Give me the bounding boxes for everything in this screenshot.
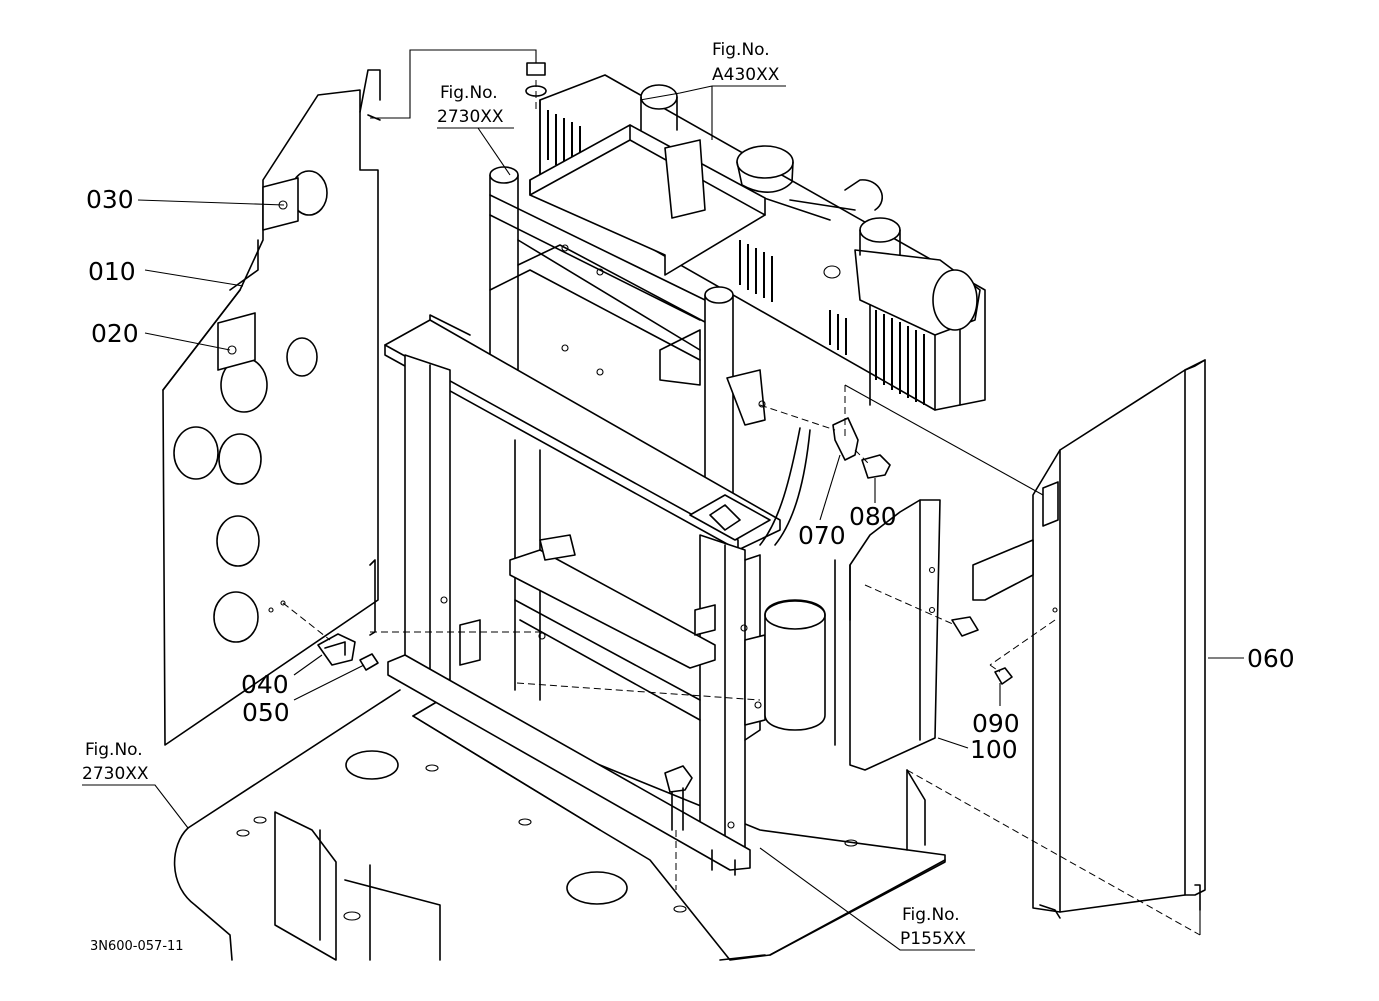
bolt-100 <box>951 616 979 637</box>
label-090: 090 <box>972 709 1020 738</box>
label-070: 070 <box>798 521 846 550</box>
bolt-050 <box>359 653 379 671</box>
label-060: 060 <box>1247 644 1295 673</box>
fig-ref-code: P155XX <box>900 929 966 949</box>
cover-100 <box>849 499 941 851</box>
drawing-code: 3N600-057-11 <box>90 939 184 954</box>
label-010: 010 <box>88 257 136 286</box>
label-050: 050 <box>242 698 290 727</box>
fig-ref-code: 2730XX <box>82 764 149 784</box>
fig-ref-bottom-left: Fig.No. 2730XX <box>82 740 149 784</box>
upper-frame <box>489 124 766 501</box>
fig-ref-title: Fig.No. <box>902 905 960 925</box>
base-plate <box>173 689 946 961</box>
label-100: 100 <box>970 735 1018 764</box>
fig-ref-title: Fig.No. <box>712 40 770 60</box>
assembly-lines <box>282 80 1201 936</box>
lead-lines <box>82 49 1244 951</box>
fig-ref-title: Fig.No. <box>85 740 143 760</box>
bolt-080 <box>861 454 891 479</box>
main-frame <box>384 314 811 876</box>
latch-040 <box>317 633 356 666</box>
fig-ref-bottom-right: Fig.No. P155XX <box>900 905 966 949</box>
label-030: 030 <box>86 185 134 214</box>
label-080: 080 <box>849 502 897 531</box>
right-side-panel <box>972 359 1206 919</box>
fig-ref-top-left: Fig.No. 2730XX <box>437 83 514 129</box>
label-040: 040 <box>241 670 289 699</box>
fig-ref-code: A430XX <box>712 65 780 85</box>
radiator-assembly <box>539 74 986 411</box>
bolt-floor <box>664 765 693 831</box>
clip-070 <box>832 417 859 461</box>
fig-ref-code: 2730XX <box>437 107 504 127</box>
label-020: 020 <box>91 319 139 348</box>
left-side-panel <box>162 69 381 746</box>
fig-ref-title: Fig.No. <box>440 83 498 103</box>
bolt-090 <box>994 667 1013 685</box>
reserve-tank <box>764 559 836 746</box>
fig-ref-top-center: Fig.No. A430XX <box>712 40 786 87</box>
